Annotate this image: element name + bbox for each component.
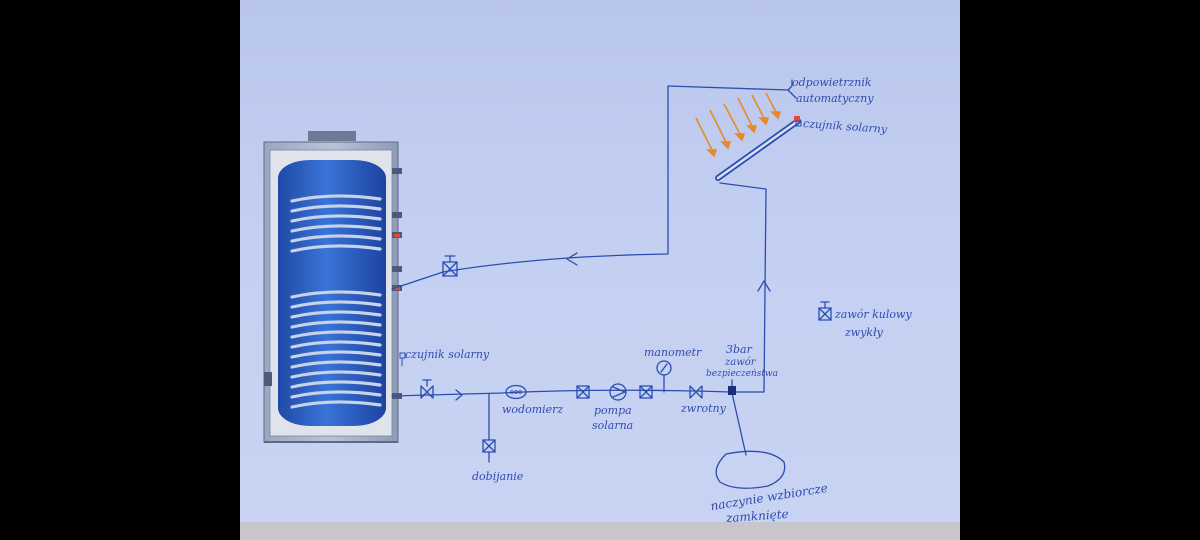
solar-pump-icon <box>609 383 627 401</box>
collector-sensor-icon <box>795 120 802 127</box>
ball-valve-upper-icon <box>442 255 458 277</box>
water-meter-icon <box>505 384 527 400</box>
upper-coil <box>290 194 382 253</box>
check-valve-label: zwrotny <box>681 402 726 415</box>
pipe-supply-line <box>391 389 739 397</box>
storage-tank <box>263 131 402 443</box>
legend-label-2: zwykły <box>845 326 883 339</box>
tank-sensor-label: czujnik solarny <box>405 348 490 361</box>
safety-valve-label-3: bezpieczeństwa <box>706 369 779 379</box>
pump-valve-right-icon <box>639 385 653 399</box>
safety-valve-icon <box>728 379 736 395</box>
filling-label: dobijanie <box>472 470 524 483</box>
table-surface <box>240 522 960 540</box>
expansion-vessel-icon <box>715 450 786 489</box>
water-meter-label: wodomierz <box>502 403 564 416</box>
ball-valve-lower-icon <box>420 379 434 399</box>
flow-arrow-riser <box>757 280 771 292</box>
pipe-expansion-branch <box>731 392 747 456</box>
manometer-label: manometr <box>644 346 702 359</box>
tank-sensor-icon <box>399 352 406 366</box>
pipe-return-to-tank <box>391 85 789 290</box>
pipe-collector-riser <box>719 182 767 393</box>
lower-coil <box>290 290 382 409</box>
air-vent-label-2: automatyczny <box>796 92 874 105</box>
air-vent-label-1: odpowietrznik <box>792 76 872 89</box>
filling-valve-icon <box>482 439 496 463</box>
sun-arrows-icon <box>695 92 782 158</box>
legend-ball-valve-icon <box>818 301 832 321</box>
check-valve-icon <box>689 385 703 399</box>
pump-valve-left-icon <box>576 385 590 399</box>
manometer-icon <box>656 360 672 393</box>
pump-label-2: solarna <box>592 419 634 432</box>
pump-label-1: pompa <box>594 404 632 417</box>
paper-sheet: odpowietrznik automatyczny czujnik solar… <box>240 0 960 540</box>
flow-arrow-return <box>566 252 578 266</box>
solar-system-diagram <box>263 79 832 489</box>
flow-arrow-supply <box>455 389 463 401</box>
tank-red-port-2 <box>394 287 400 290</box>
solar-collector <box>715 116 801 181</box>
air-vent-icon <box>787 79 797 99</box>
tank-red-port <box>394 234 400 237</box>
legend-label-1: zawór kulowy <box>835 308 912 321</box>
tank-top-cover <box>308 131 356 141</box>
safety-valve-label-2: zawór <box>725 357 756 368</box>
safety-valve-label-1: 3bar <box>726 343 752 356</box>
